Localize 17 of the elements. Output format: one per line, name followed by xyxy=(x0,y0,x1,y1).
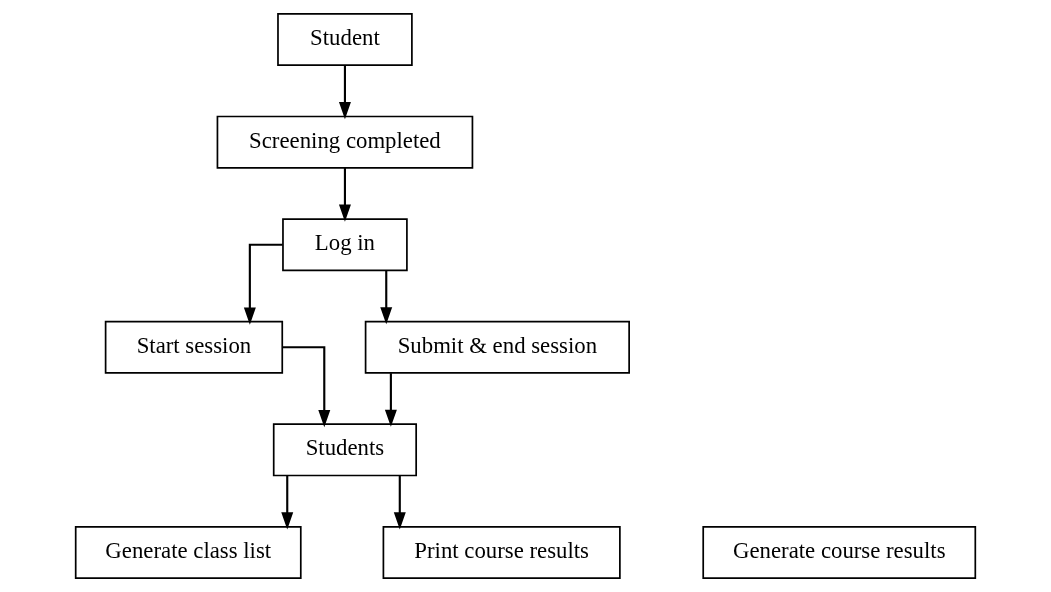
arrow xyxy=(393,475,406,530)
arrow xyxy=(282,346,331,428)
arrow xyxy=(380,270,393,325)
arrow xyxy=(338,168,351,222)
node-box: Start session xyxy=(104,320,284,374)
node-box: Print course results xyxy=(382,525,621,579)
arrow xyxy=(384,373,397,427)
node-box: Student xyxy=(277,13,413,67)
node-box: Students xyxy=(272,423,418,477)
arrow xyxy=(338,65,351,120)
node-box: Log in xyxy=(282,218,408,272)
node-box: Generate course results xyxy=(702,525,977,579)
arrow xyxy=(243,243,283,325)
arrow xyxy=(281,475,294,530)
node-box: Submit & end session xyxy=(364,320,630,374)
node-box: Generate class list xyxy=(74,525,302,579)
node-box: Screening completed xyxy=(216,115,474,169)
